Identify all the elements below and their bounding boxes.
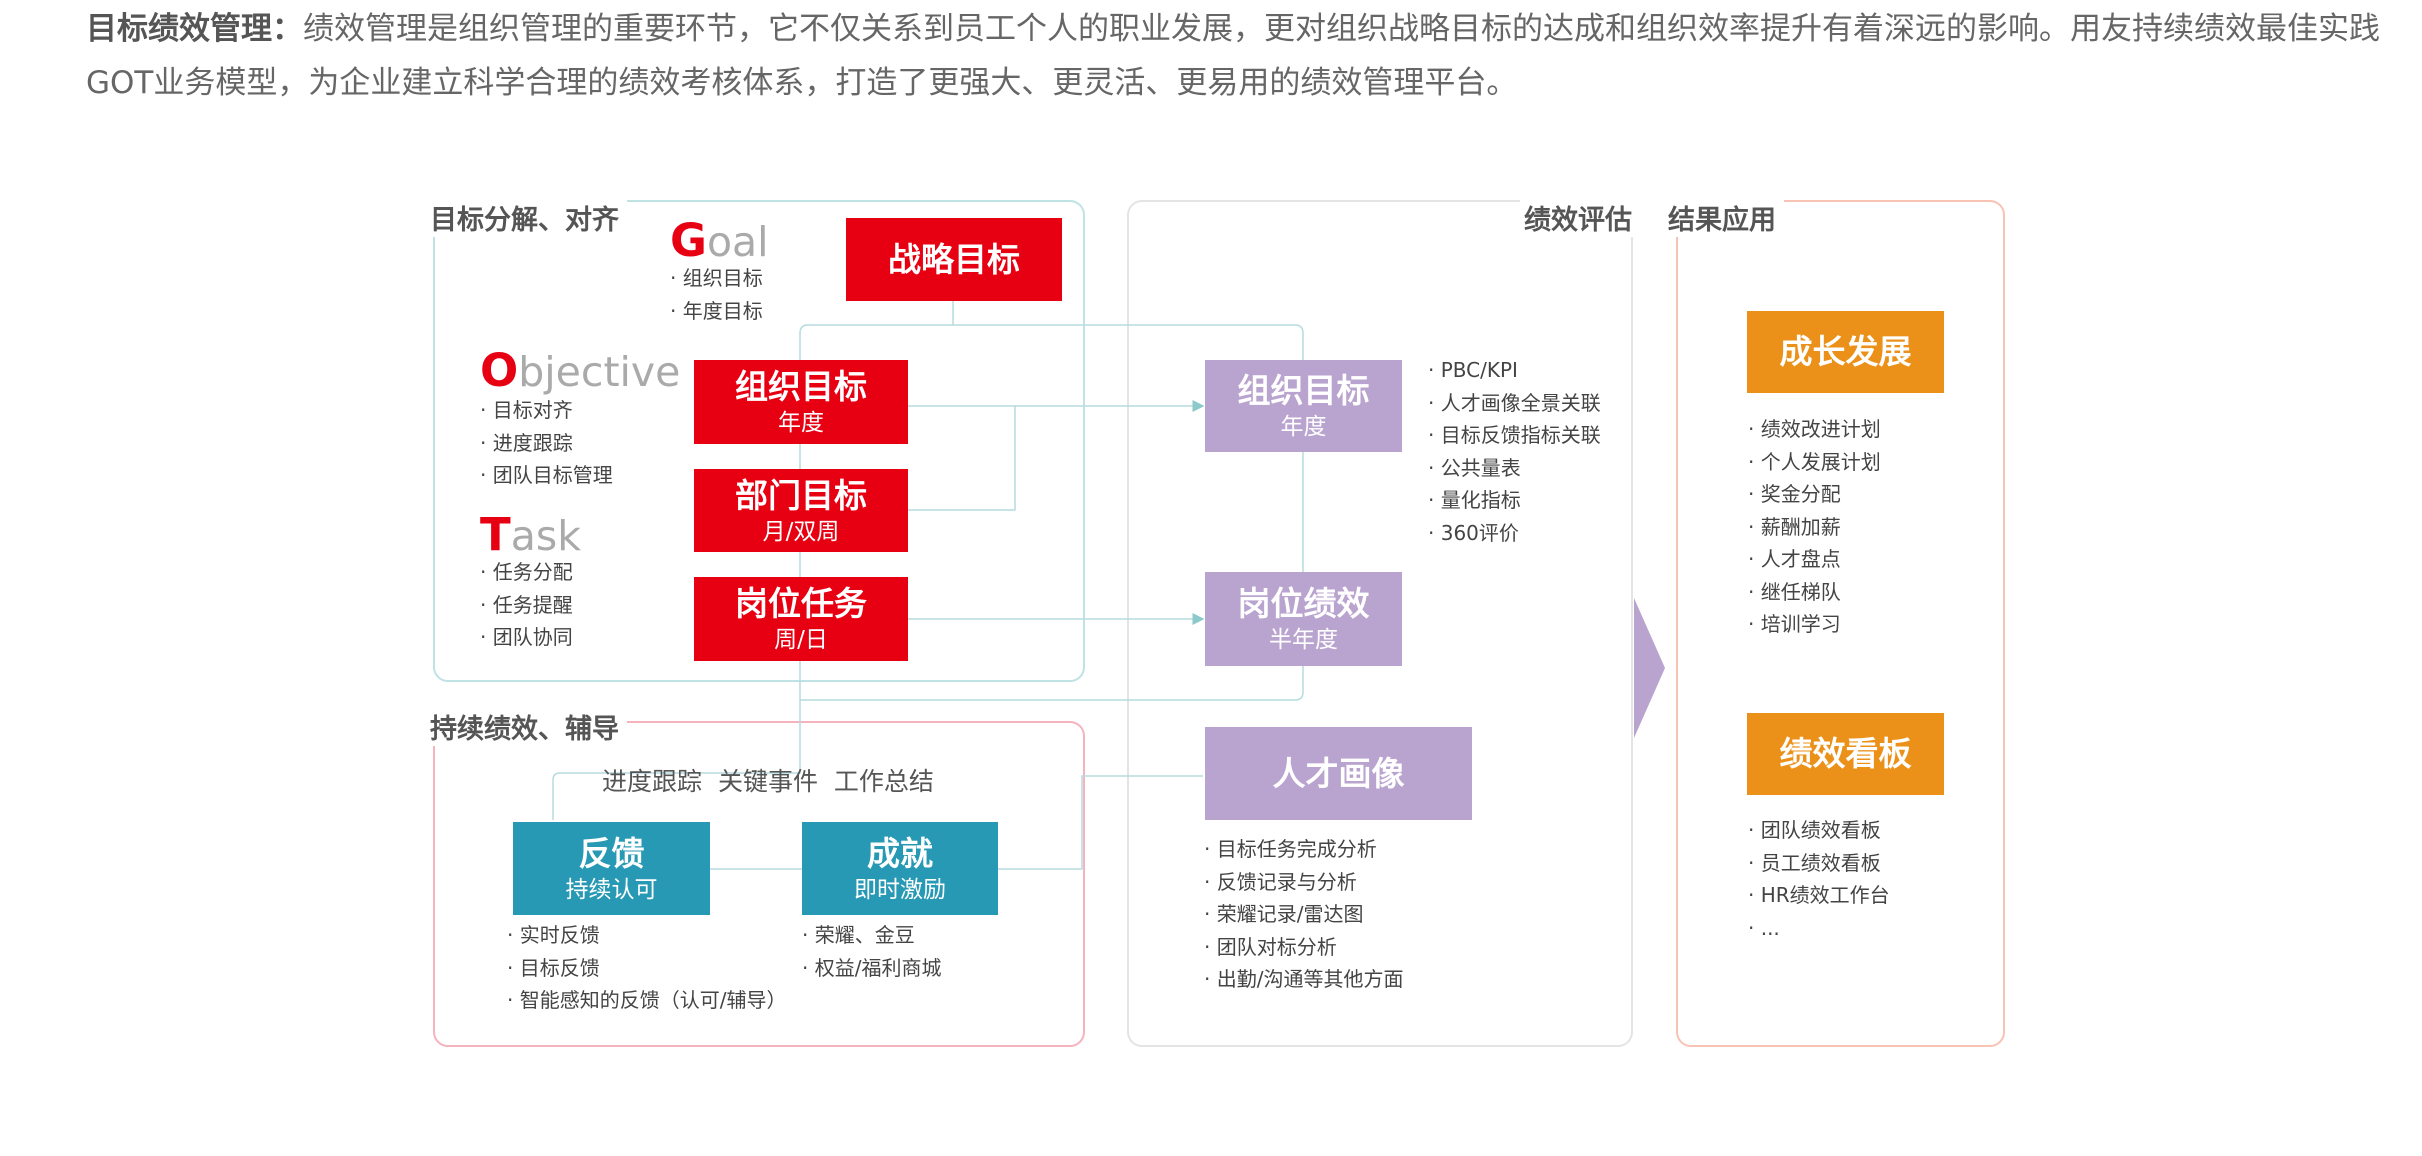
goal-list: 组织目标 年度目标 (670, 262, 763, 327)
talent-portrait-box: 人才画像 (1205, 727, 1472, 820)
list-item: 荣耀、金豆 (802, 919, 941, 952)
dashboard-box: 绩效看板 (1747, 713, 1944, 795)
goal-align-frame (433, 200, 1085, 682)
list-item: 团队绩效看板 (1748, 814, 1890, 847)
box-title: 组织目标 (1237, 371, 1370, 410)
list-item: 任务分配 (480, 556, 573, 589)
list-item: 奖金分配 (1748, 478, 1881, 511)
box-title: 岗位任务 (735, 584, 867, 623)
feedback-box: 反馈 持续认可 (513, 822, 710, 915)
list-item: PBC/KPI (1428, 354, 1601, 387)
result-frame (1676, 200, 2005, 1047)
box-title: 成就 (867, 833, 933, 873)
box-subtitle: 年度 (1280, 414, 1327, 440)
goal-heading: Goal (670, 214, 769, 267)
box-subtitle: 周/日 (774, 627, 828, 653)
list-item: 人才盘点 (1748, 543, 1881, 576)
section-title-goal-align: 目标分解、对齐 (430, 198, 627, 237)
list-item: 出勤/沟通等其他方面 (1204, 963, 1404, 996)
achievement-box: 成就 即时激励 (802, 822, 998, 915)
org-goal-box: 组织目标 年度 (694, 360, 908, 444)
section-title-continuous: 持续绩效、辅导 (430, 707, 627, 746)
box-title: 反馈 (578, 833, 645, 873)
box-subtitle: 持续认可 (565, 876, 658, 903)
talent-list: 目标任务完成分析 反馈记录与分析 荣耀记录/雷达图 团队对标分析 出勤/沟通等其… (1204, 833, 1404, 996)
box-title: 人才画像 (1272, 753, 1405, 793)
section-title-result: 结果应用 (1668, 198, 1784, 237)
box-title: 部门目标 (735, 475, 867, 515)
list-item: 个人发展计划 (1748, 446, 1881, 479)
list-item: 反馈记录与分析 (1204, 866, 1403, 899)
eval-org-goal-box: 组织目标 年度 (1205, 360, 1402, 452)
intro-title: 目标绩效管理： (86, 11, 303, 47)
objective-heading: Objective (480, 344, 681, 397)
list-item: HR绩效工作台 (1748, 879, 1890, 912)
strategy-goal-box: 战略目标 (846, 218, 1062, 301)
list-item: 团队对标分析 (1204, 931, 1403, 964)
list-item: 薪酬加薪 (1748, 511, 1881, 544)
feedback-list: 实时反馈 目标反馈 智能感知的反馈（认可/辅导） (507, 919, 787, 1017)
list-item: 绩效改进计划 (1748, 413, 1881, 446)
chevron-arrow (1634, 598, 1665, 738)
eval-post-perf-box: 岗位绩效 半年度 (1205, 572, 1402, 666)
post-task-box: 岗位任务 周/日 (694, 577, 908, 661)
list-item: 继任梯队 (1748, 576, 1881, 609)
list-item: 任务提醒 (480, 589, 573, 622)
section-title-evaluation: 绩效评估 (1520, 198, 1636, 237)
box-title: 岗位绩效 (1237, 584, 1370, 623)
box-title: 组织目标 (735, 367, 867, 406)
list-item: 团队协同 (480, 621, 573, 654)
list-item: 荣耀记录/雷达图 (1204, 898, 1403, 931)
intro-text: 绩效管理是组织管理的重要环节，它不仅关系到员工个人的职业发展，更对组织战略目标的… (86, 11, 2380, 101)
eval-org-list: PBC/KPI 人才画像全景关联 目标反馈指标关联 公共量表 量化指标 360评… (1428, 354, 1601, 549)
list-item: 员工绩效看板 (1748, 847, 1890, 880)
growth-box: 成长发展 (1747, 311, 1944, 393)
list-item: 目标对齐 (480, 394, 613, 427)
box-subtitle: 半年度 (1269, 627, 1338, 653)
list-item: 人才画像全景关联 (1428, 387, 1601, 420)
task-heading: Task (480, 508, 581, 561)
box-subtitle: 即时激励 (854, 876, 946, 903)
dept-goal-box: 部门目标 月/双周 (694, 469, 908, 552)
list-item: 年度目标 (670, 295, 763, 328)
list-item: 培训学习 (1748, 608, 1881, 641)
list-item: 目标反馈指标关联 (1428, 419, 1601, 452)
list-item: 智能感知的反馈（认可/辅导） (507, 984, 787, 1017)
list-item: 公共量表 (1428, 452, 1601, 485)
continuous-frame (433, 721, 1085, 1047)
achievement-list: 荣耀、金豆 权益/福利商城 (802, 919, 942, 985)
box-title: 战略目标 (888, 239, 1020, 279)
tracking-label: 进度跟踪 关键事件 工作总结 (602, 767, 934, 796)
list-item: 目标反馈 (507, 952, 786, 985)
task-list: 任务分配 任务提醒 团队协同 (480, 556, 573, 654)
box-subtitle: 月/双周 (762, 518, 840, 545)
evaluation-frame (1127, 200, 1633, 1047)
list-item: 实时反馈 (507, 919, 786, 952)
list-item: 权益/福利商城 (802, 952, 942, 985)
list-item: 目标任务完成分析 (1204, 833, 1403, 866)
dashboard-list: 团队绩效看板 员工绩效看板 HR绩效工作台 ... (1748, 814, 1890, 944)
objective-list: 目标对齐 进度跟踪 团队目标管理 (480, 394, 613, 492)
list-item: 组织目标 (670, 262, 763, 295)
growth-list: 绩效改进计划 个人发展计划 奖金分配 薪酬加薪 人才盘点 继任梯队 培训学习 (1748, 413, 1881, 641)
list-item: 量化指标 (1428, 484, 1601, 517)
list-item: 进度跟踪 (480, 427, 613, 460)
list-item: 团队目标管理 (480, 459, 613, 492)
list-item: 360评价 (1428, 517, 1601, 550)
intro-paragraph: 目标绩效管理：绩效管理是组织管理的重要环节，它不仅关系到员工个人的职业发展，更对… (86, 2, 2386, 110)
list-item: ... (1748, 912, 1890, 945)
box-subtitle: 年度 (778, 410, 824, 436)
box-title: 成长发展 (1779, 332, 1912, 371)
box-title: 绩效看板 (1779, 734, 1912, 773)
